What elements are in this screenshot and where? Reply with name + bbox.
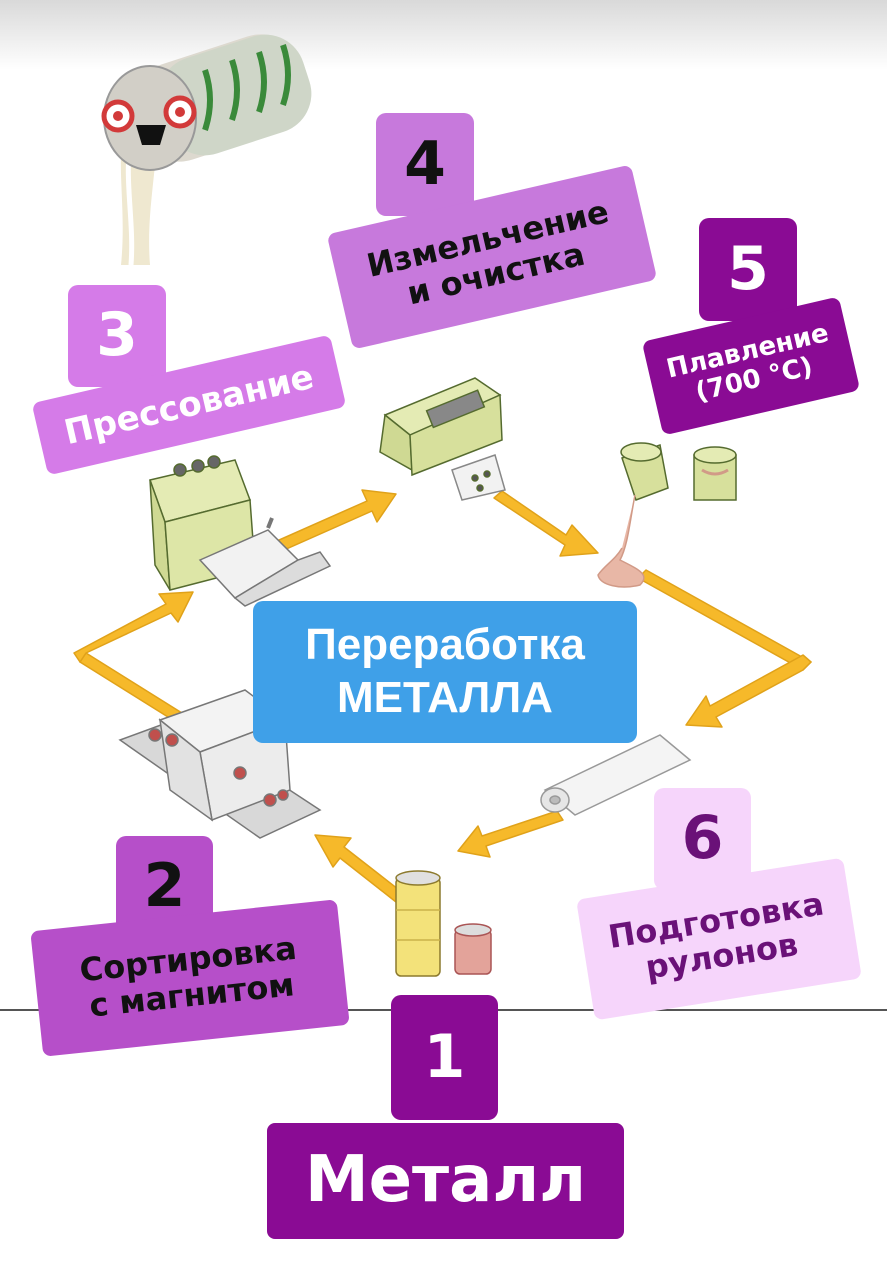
arrow-rolls-to-metal <box>457 810 564 858</box>
shredder-icon <box>379 377 506 501</box>
step-4-number: 4 <box>376 113 474 216</box>
cans-icon <box>395 870 492 977</box>
arrow-melting-to-corner <box>637 569 812 671</box>
arrow-corner-to-rolls <box>685 654 812 728</box>
center-title-line2: МЕТАЛЛА <box>337 673 553 722</box>
falling-can-icon <box>101 34 312 266</box>
arrow-shredding-to-melting <box>493 490 599 557</box>
step-6-number: 6 <box>654 788 751 890</box>
center-title-box: Переработка МЕТАЛЛА <box>253 601 637 743</box>
step-1-label: Металл <box>267 1123 624 1239</box>
arrow-metal-to-sorting <box>314 834 404 903</box>
arrow-corner-to-pressing <box>73 591 194 663</box>
melting-pots-icon <box>597 442 737 588</box>
foil-roll-icon <box>540 734 692 816</box>
center-title-line1: Переработка <box>305 620 585 670</box>
step-5-number: 5 <box>699 218 797 321</box>
step-3-number: 3 <box>68 285 166 387</box>
press-machine-icon <box>149 455 332 607</box>
step-1-number: 1 <box>391 995 498 1120</box>
top-shadow <box>0 0 887 70</box>
